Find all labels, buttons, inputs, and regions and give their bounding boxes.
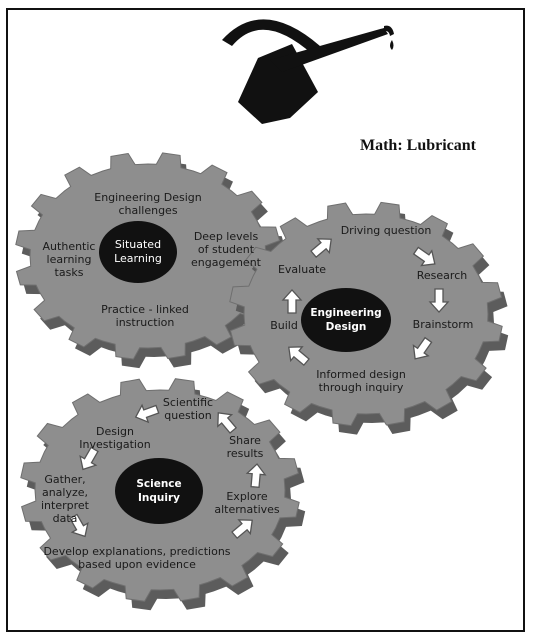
- science-inquiry-hub: [115, 458, 203, 524]
- situated-learning-title: Situated Learning: [114, 238, 162, 265]
- engineering-step-informed-design: Informed design through inquiry: [316, 368, 406, 394]
- engineering-step-build: Build: [270, 319, 298, 332]
- science-step-develop-explanations: Develop explanations, predictions based …: [43, 545, 231, 571]
- situated-learning-hub: [99, 221, 177, 283]
- engineering-step-brainstorm: Brainstorm: [412, 318, 474, 331]
- situated-item-engineering-design-challenges: Engineering Design challenges: [94, 191, 202, 217]
- science-step-gather-analyze: Gather, analyze, interpret data: [41, 473, 89, 525]
- engineering-step-driving-question: Driving question: [340, 224, 432, 237]
- situated-item-authentic-learning-tasks: Authentic learning tasks: [42, 240, 96, 279]
- science-step-explore-alternatives: Explore alternatives: [214, 490, 280, 516]
- science-inquiry-title: Science Inquiry: [136, 478, 182, 504]
- math-lubricant-label: Math: Lubricant: [360, 137, 476, 154]
- situated-item-deep-engagement: Deep levels of student engagement: [191, 230, 261, 269]
- science-step-share-results: Share results: [226, 434, 264, 460]
- engineering-step-research: Research: [416, 269, 468, 282]
- science-step-design-investigation: Design Investigation: [79, 425, 151, 451]
- science-step-scientific-question: Scientific question: [162, 396, 214, 422]
- oil-can-icon: [222, 19, 394, 124]
- engineering-design-hub: [301, 288, 391, 352]
- engineering-step-evaluate: Evaluate: [277, 263, 327, 276]
- situated-item-practice-linked-instruction: Practice - linked instruction: [101, 303, 189, 329]
- engineering-design-title: Engineering Design: [310, 307, 382, 333]
